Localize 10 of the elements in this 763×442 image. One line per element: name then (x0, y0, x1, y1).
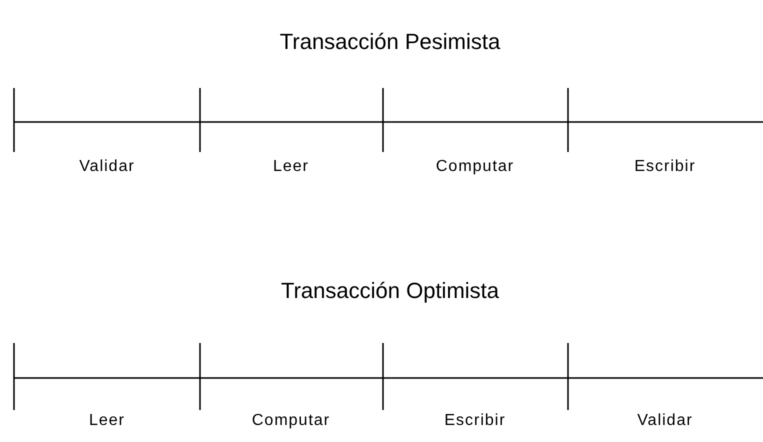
phase-label: Leer (272, 158, 310, 176)
timeline-title: Transacción Pesimista (280, 29, 500, 55)
timeline-title: Transacción Optimista (280, 278, 500, 304)
phase-label: Escribir (634, 158, 696, 176)
phase-label: Computar (252, 412, 330, 430)
phase-label: Leer (88, 412, 126, 430)
phase-label: Validar (637, 412, 693, 430)
phase-label: Computar (436, 158, 514, 176)
phase-label: Escribir (444, 412, 506, 430)
phase-label: Validar (79, 158, 135, 176)
